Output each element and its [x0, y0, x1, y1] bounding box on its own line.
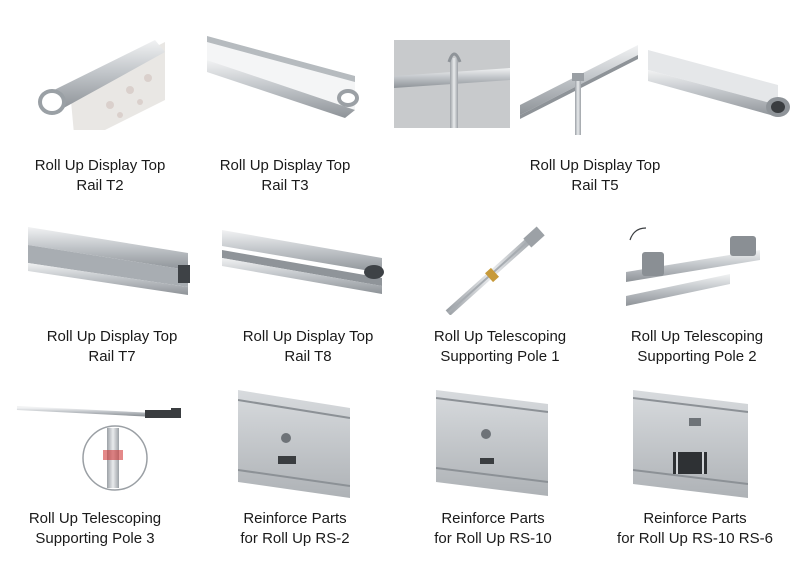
caption-line1: Roll Up Telescoping	[433, 328, 567, 345]
telescoping-pole-2-image	[620, 222, 770, 312]
rail-t5-image-2	[520, 35, 640, 135]
reinforce-rs2-image	[238, 390, 350, 498]
caption-telescoping-pole-1: Roll Up Telescoping Supporting Pole 1	[420, 327, 580, 367]
caption-line2: Supporting Pole 3	[35, 530, 155, 547]
rail-t7-image	[28, 225, 193, 305]
caption-line1: Roll Up Display Top	[219, 157, 351, 174]
caption-reinforce-rs10: Reinforce Parts for Roll Up RS-10	[413, 509, 573, 549]
rail-t2-image	[30, 20, 170, 130]
caption-line1: Roll Up Telescoping	[28, 510, 162, 527]
caption-reinforce-rs2: Reinforce Parts for Roll Up RS-2	[215, 509, 375, 549]
rail-t8-image	[222, 228, 390, 303]
caption-line1: Reinforce Parts	[243, 510, 347, 527]
caption-line2: for Roll Up RS-2	[240, 530, 350, 547]
caption-reinforce-rs10-rs6: Reinforce Parts for Roll Up RS-10 RS-6	[605, 509, 785, 549]
caption-line1: Roll Up Display Top	[242, 328, 374, 345]
reinforce-rs10-image	[436, 390, 548, 496]
caption-line2: for Roll Up RS-10 RS-6	[617, 530, 773, 547]
caption-rail-t2: Roll Up Display Top Rail T2	[20, 156, 180, 196]
caption-line1: Roll Up Display Top	[34, 157, 166, 174]
reinforce-rs10-rs6-image	[633, 390, 748, 498]
caption-rail-t7: Roll Up Display Top Rail T7	[32, 327, 192, 367]
caption-line2: Rail T8	[284, 348, 332, 365]
caption-line1: Reinforce Parts	[643, 510, 747, 527]
caption-line2: Rail T2	[76, 177, 124, 194]
caption-line2: Rail T7	[88, 348, 136, 365]
caption-line2: Supporting Pole 2	[637, 348, 757, 365]
caption-line2: Supporting Pole 1	[440, 348, 560, 365]
rail-t5-image-1	[394, 40, 510, 128]
caption-rail-t3: Roll Up Display Top Rail T3	[205, 156, 365, 196]
caption-telescoping-pole-2: Roll Up Telescoping Supporting Pole 2	[617, 327, 777, 367]
rail-t3-image	[205, 30, 365, 120]
rail-t5-image-3	[648, 45, 793, 125]
caption-line1: Roll Up Telescoping	[630, 328, 764, 345]
caption-line1: Roll Up Display Top	[46, 328, 178, 345]
caption-line2: Rail T5	[571, 177, 619, 194]
caption-telescoping-pole-3: Roll Up Telescoping Supporting Pole 3	[15, 509, 175, 549]
caption-line1: Reinforce Parts	[441, 510, 545, 527]
caption-line2: Rail T3	[261, 177, 309, 194]
caption-line1: Roll Up Display Top	[529, 157, 661, 174]
caption-rail-t5: Roll Up Display Top Rail T5	[515, 156, 675, 196]
telescoping-pole-1-image	[440, 225, 560, 315]
caption-line2: for Roll Up RS-10	[434, 530, 552, 547]
telescoping-pole-3-image	[15, 398, 190, 493]
caption-rail-t8: Roll Up Display Top Rail T8	[228, 327, 388, 367]
